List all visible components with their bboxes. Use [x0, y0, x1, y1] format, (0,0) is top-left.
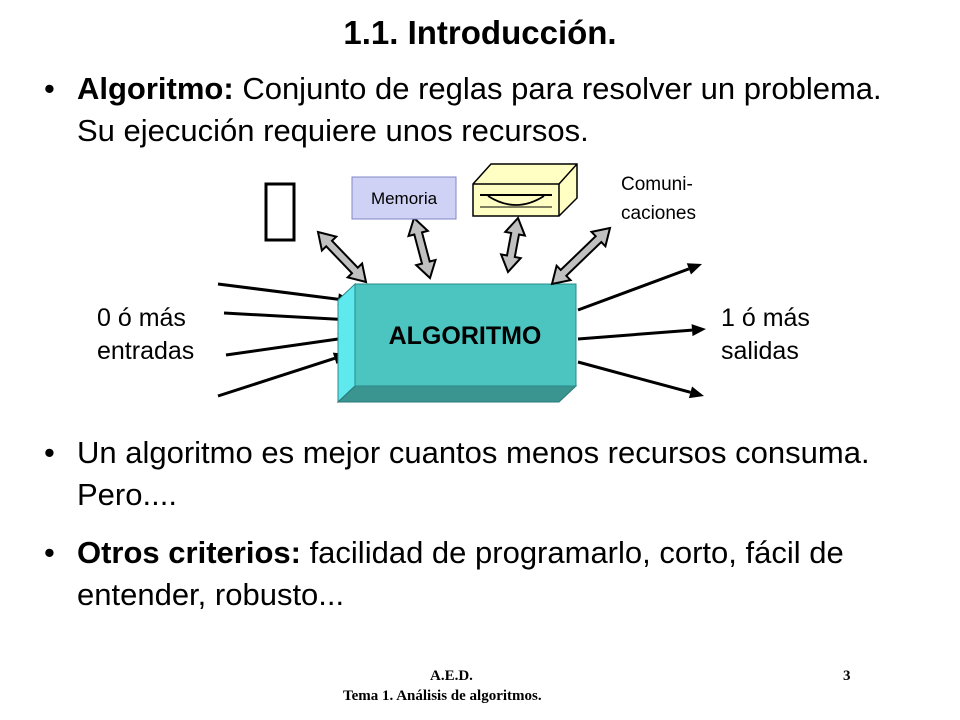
resource-arrows: [316, 216, 612, 286]
bullet-algoritmo: • Algoritmo: Conjunto de reglas para res…: [44, 68, 924, 152]
resource-double-arrow: [316, 230, 368, 284]
algorithm-box-face: [354, 283, 577, 387]
footer-topic: Tema 1. Análisis de algoritmos.: [343, 688, 542, 704]
bullet-otros-criterios: • Otros criterios: facilidad de programa…: [44, 532, 924, 616]
input-arrow: [217, 352, 348, 398]
inputs-label-line2: entradas: [97, 337, 195, 365]
input-arrows: [217, 282, 352, 398]
bullet-text: Un algoritmo es mejor cuantos menos recu…: [77, 435, 870, 512]
inputs-label: 0 ó más entradas: [97, 302, 194, 368]
bullet-marker: •: [44, 535, 55, 570]
bullet-term: Otros criterios:: [77, 535, 301, 570]
bullet-term: Algoritmo:: [77, 71, 234, 106]
algorithm-box-side: [337, 282, 356, 404]
clock-icon: [264, 182, 296, 242]
input-arrow: [217, 282, 352, 306]
bullet-text: Algoritmo: Conjunto de reglas para resol…: [77, 68, 924, 152]
resource-double-arrow: [499, 216, 527, 274]
input-arrow: [225, 333, 352, 357]
resource-double-arrow: [550, 226, 612, 286]
page-title: 1.1. Introducción.: [343, 14, 617, 51]
memory-label: Memoria: [371, 189, 438, 208]
disk-drive-icon: [472, 163, 578, 217]
bullet-definition: Conjunto de reglas para resolver un prob…: [77, 71, 882, 148]
algorithm-box-bottom: [336, 385, 578, 403]
output-arrow: [577, 360, 704, 399]
footer-page-number: 3: [843, 668, 851, 684]
outputs-label: 1 ó más salidas: [721, 302, 810, 368]
resource-double-arrow: [407, 216, 437, 280]
inputs-label-line1: 0 ó más: [97, 304, 186, 332]
output-arrow: [577, 324, 706, 341]
input-arrow: [223, 311, 352, 326]
algorithm-box-label: ALGORITMO: [389, 322, 542, 350]
bullet-recursos: • Un algoritmo es mejor cuantos menos re…: [44, 432, 924, 516]
outputs-label-line1: 1 ó más: [721, 304, 810, 332]
algorithm-box: ALGORITMO: [336, 282, 578, 404]
bullet-marker: •: [44, 71, 55, 106]
outputs-label-line2: salidas: [721, 337, 799, 365]
output-arrow: [577, 263, 702, 312]
footer-course: A.E.D.: [430, 668, 473, 684]
bullet-marker: •: [44, 435, 55, 470]
communications-label: Comuni- caciones: [621, 170, 696, 228]
bullet-text: Otros criterios: facilidad de programarl…: [77, 532, 924, 616]
communications-label-line2: caciones: [621, 203, 696, 224]
output-arrows: [577, 263, 706, 399]
memory-box: Memoria: [351, 176, 457, 220]
communications-label-line1: Comuni-: [621, 174, 693, 195]
bullet-definition: facilidad de programarlo, corto, fácil d…: [77, 535, 844, 612]
